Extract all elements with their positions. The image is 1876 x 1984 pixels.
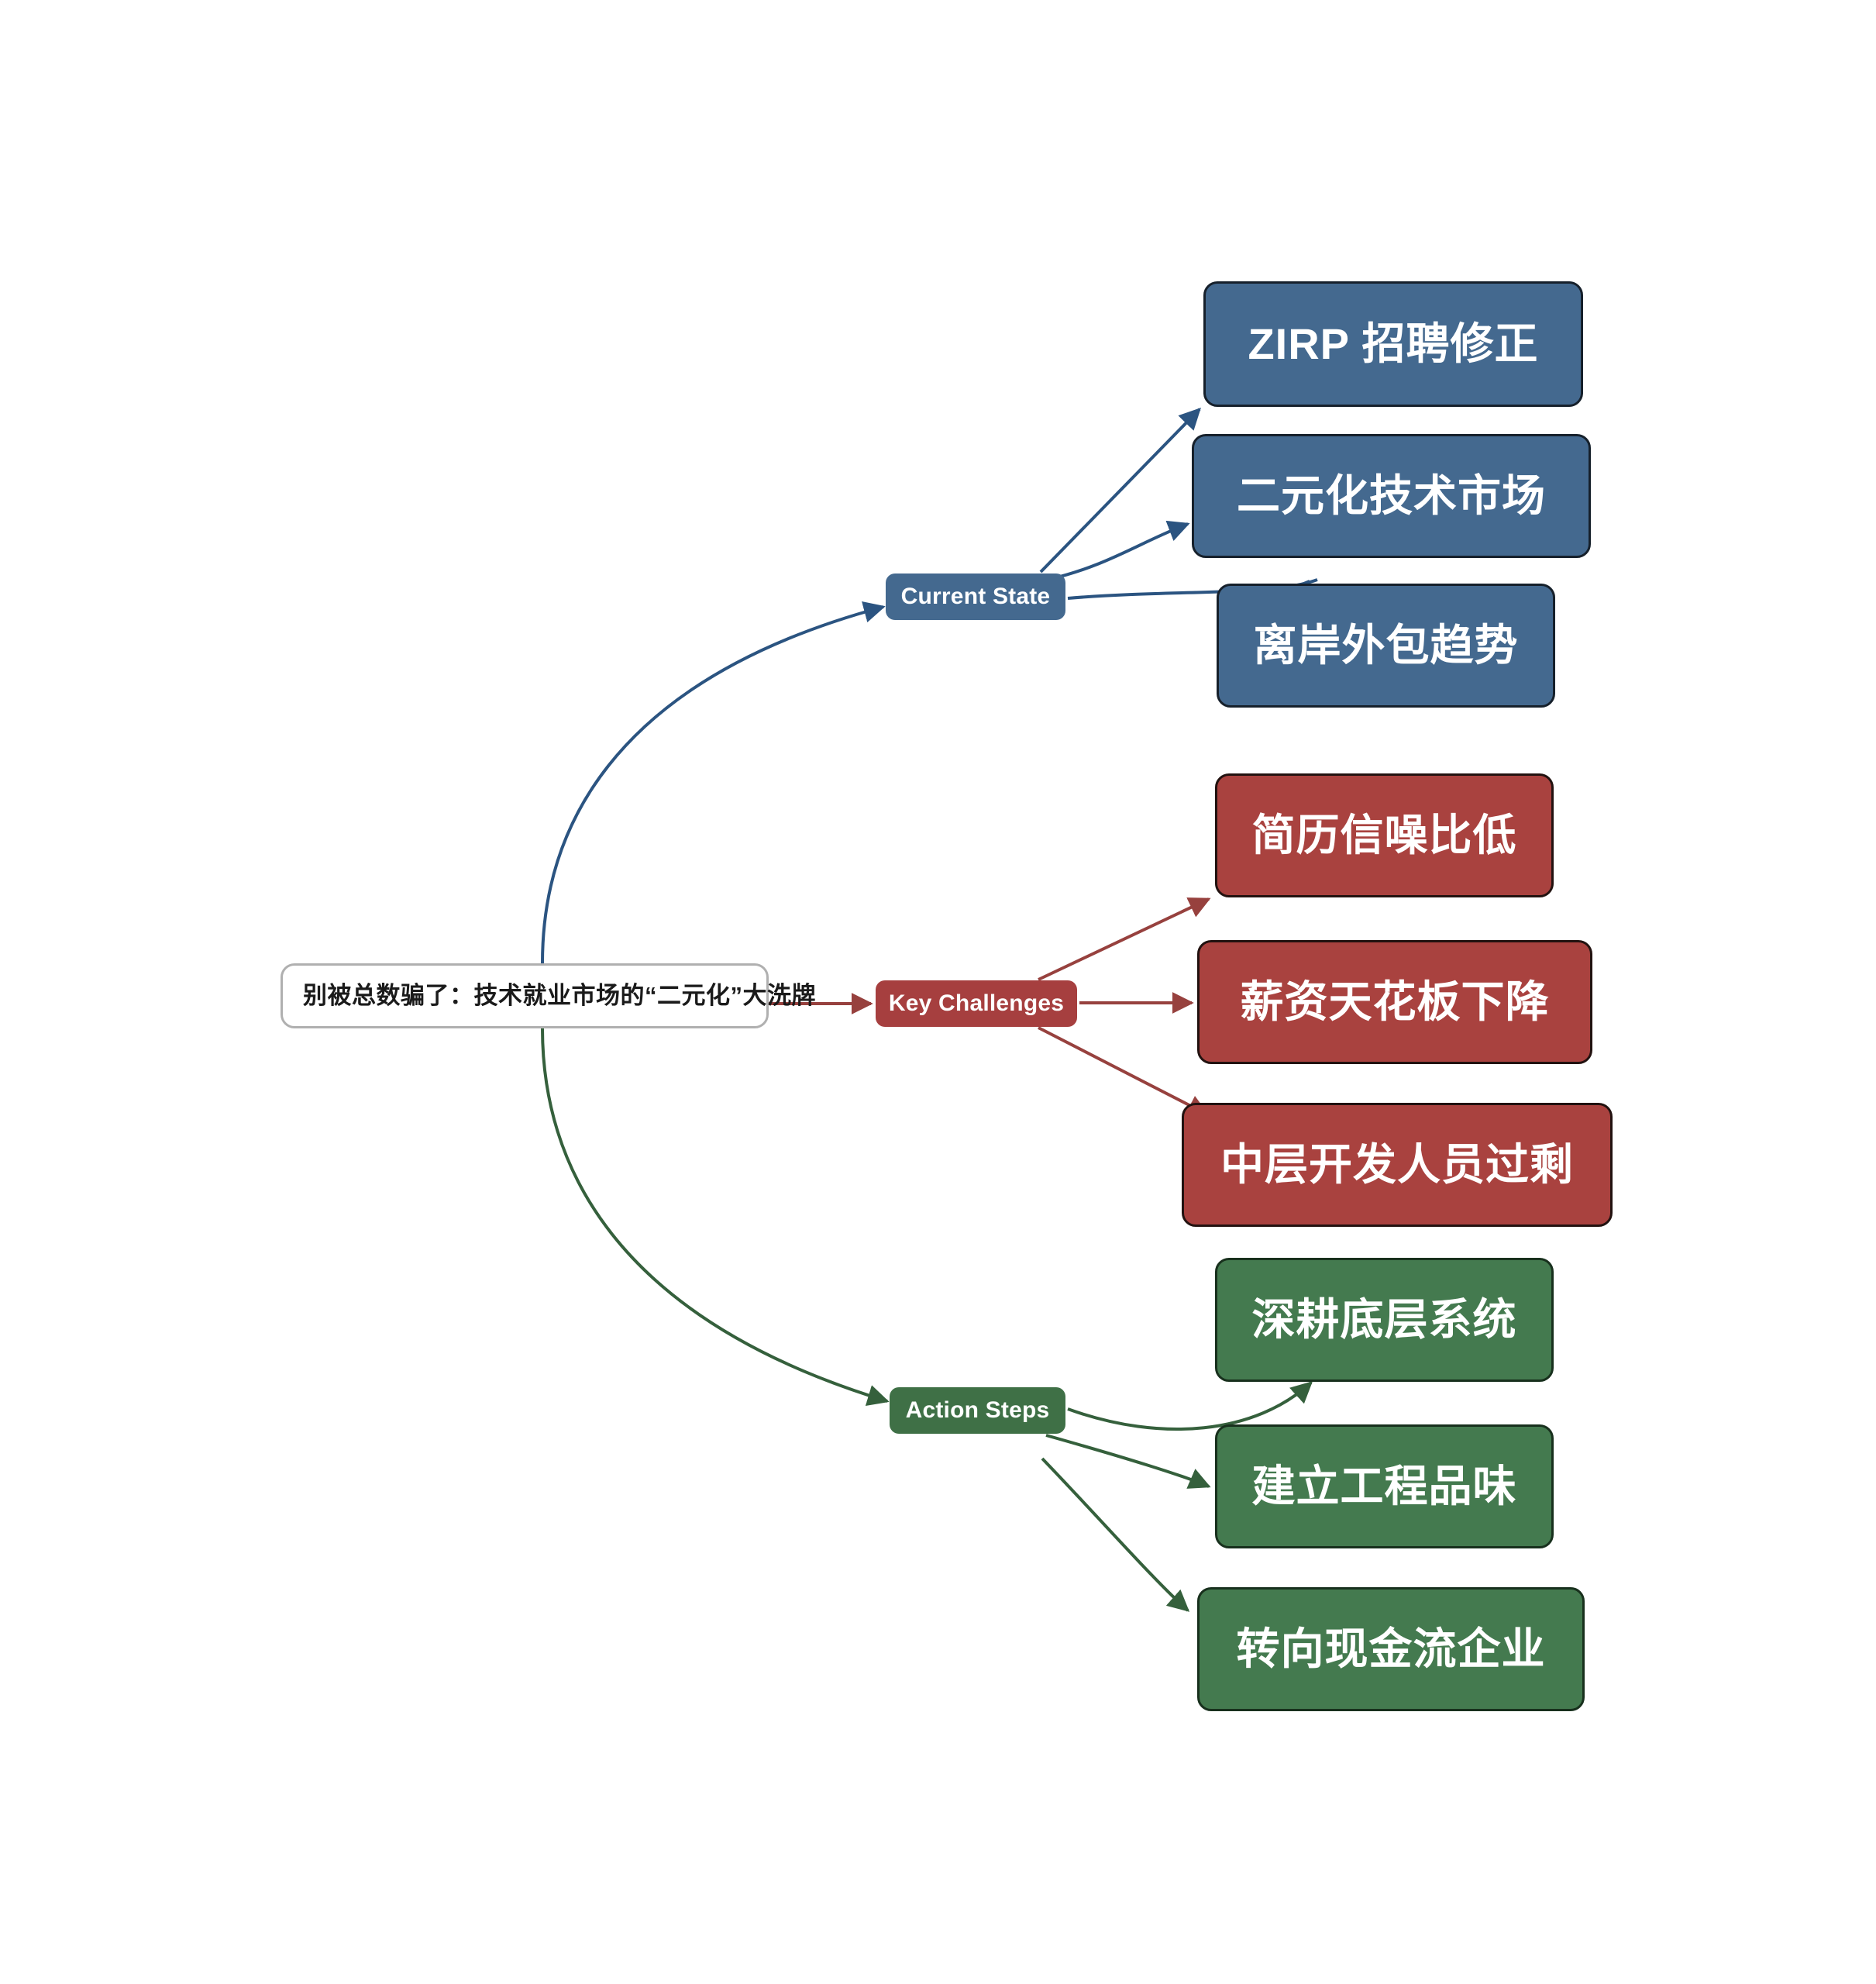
- edge-action-steps-to-deep-systems: [1067, 1381, 1313, 1431]
- edge-root-to-action-steps: [541, 1028, 890, 1407]
- leaf-node-salary-ceiling-drop[interactable]: 薪资天花板下降: [1197, 940, 1592, 1064]
- root-node[interactable]: 别被总数骗了：技术就业市场的“二元化”大洗牌: [281, 963, 816, 1028]
- leaf-label-offshoring-trend: 离岸外包趋势: [1253, 620, 1519, 670]
- branch-node-action-steps[interactable]: Action Steps: [890, 1387, 1065, 1434]
- edge-current-state-to-dual-market: [1047, 520, 1190, 581]
- edge-key-challenges-to-resume-noise: [1038, 897, 1211, 981]
- leaf-label-dual-tech-market: 二元化技术市场: [1237, 470, 1546, 520]
- edge-action-steps-to-cashflow-companies: [1041, 1457, 1190, 1612]
- root-node-label: 别被总数骗了：技术就业市场的“二元化”大洗牌: [303, 982, 816, 1010]
- leaf-node-midlevel-dev-glut[interactable]: 中层开发人员过剩: [1182, 1103, 1613, 1227]
- leaf-label-midlevel-dev-glut: 中层开发人员过剩: [1220, 1139, 1574, 1189]
- branch-label-key-challenges: Key Challenges: [888, 990, 1065, 1016]
- leaf-label-deep-systems: 深耕底层系统: [1251, 1294, 1517, 1344]
- branch-node-current-state[interactable]: Current State: [886, 574, 1065, 620]
- leaf-node-cashflow-companies[interactable]: 转向现金流企业: [1197, 1587, 1585, 1711]
- edge-root-to-current-state: [541, 601, 886, 964]
- leaf-node-resume-signal-noise[interactable]: 简历信噪比低: [1215, 773, 1554, 897]
- leaf-node-offshoring-trend[interactable]: 离岸外包趋势: [1217, 584, 1555, 708]
- edge-key-challenges-to-midlevel-glut: [1038, 1026, 1210, 1116]
- leaf-label-resume-signal-noise: 简历信噪比低: [1251, 810, 1517, 859]
- leaf-label-zirp-correction: ZIRP 招聘修正: [1248, 319, 1539, 368]
- leaf-node-dual-tech-market[interactable]: 二元化技术市场: [1192, 434, 1591, 558]
- branch-node-key-challenges[interactable]: Key Challenges: [876, 980, 1077, 1027]
- edge-action-steps-to-engineering-taste: [1045, 1434, 1211, 1489]
- leaf-label-cashflow-companies: 转向现金流企业: [1236, 1624, 1546, 1673]
- leaf-node-engineering-taste[interactable]: 建立工程品味: [1215, 1424, 1554, 1548]
- leaf-node-deep-systems[interactable]: 深耕底层系统: [1215, 1258, 1554, 1382]
- branch-label-current-state: Current State: [900, 583, 1051, 609]
- leaf-label-salary-ceiling-drop: 薪资天花板下降: [1240, 976, 1550, 1026]
- leaf-node-zirp-correction[interactable]: ZIRP 招聘修正: [1203, 281, 1583, 407]
- edge-current-state-to-zirp: [1039, 407, 1201, 574]
- branch-label-action-steps: Action Steps: [905, 1397, 1050, 1423]
- leaf-label-engineering-taste: 建立工程品味: [1251, 1461, 1517, 1510]
